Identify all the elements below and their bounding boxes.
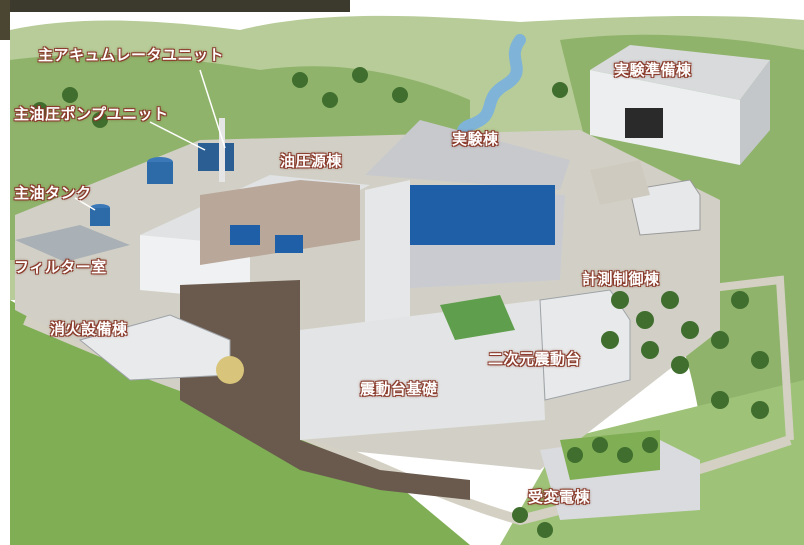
tree <box>567 447 583 463</box>
tree <box>711 391 729 409</box>
tree <box>92 112 108 128</box>
stack <box>219 118 225 182</box>
top-left-dark-strip <box>0 0 350 12</box>
tree <box>32 102 48 118</box>
tree-clusters <box>32 67 769 538</box>
tree <box>537 522 553 538</box>
tree <box>751 401 769 419</box>
label-shaking-table-2d: 二次元震動台 <box>488 350 582 368</box>
measurement-control-building <box>539 289 631 401</box>
experiment-building-wall <box>365 180 410 330</box>
prep-building-door <box>625 108 663 138</box>
left-dark-edge <box>0 0 10 40</box>
label-measurement-control-building: 計測制御棟 <box>582 270 660 288</box>
label-filter-room: フィルター室 <box>14 258 107 276</box>
experiment-building-roof-frame <box>365 120 570 190</box>
tree <box>611 291 629 309</box>
label-experiment-preparation-building: 実験準備棟 <box>614 61 692 79</box>
tree <box>617 447 633 463</box>
tree <box>322 92 338 108</box>
tree <box>636 311 654 329</box>
filter-room <box>15 225 130 262</box>
tree <box>731 291 749 309</box>
hydraulic-blue-equipment-b <box>275 235 303 253</box>
label-substation-building: 受変電棟 <box>528 488 591 506</box>
tree <box>352 67 368 83</box>
tree <box>601 331 619 349</box>
tree <box>592 437 608 453</box>
fire-water-tank <box>216 356 244 384</box>
leader-line-pump <box>149 121 206 151</box>
label-fire-equipment-building: 消火設備棟 <box>50 320 128 338</box>
tree <box>392 87 408 103</box>
tree <box>552 82 568 98</box>
tree <box>711 331 729 349</box>
tree <box>671 356 689 374</box>
label-main-oil-tank: 主油タンク <box>14 184 92 202</box>
prep-building-side <box>740 60 770 165</box>
tree <box>681 321 699 339</box>
tree <box>512 507 528 523</box>
main-oil-tank-body <box>147 162 173 184</box>
tree <box>661 291 679 309</box>
shaking-table-2d <box>440 295 515 340</box>
tree <box>751 351 769 369</box>
hydraulic-blue-equipment-a <box>230 225 260 245</box>
tree <box>292 72 308 88</box>
tree <box>641 341 659 359</box>
tree <box>642 437 658 453</box>
label-main-oil-pressure-pump-unit: 主油圧ポンプユニット <box>14 105 169 123</box>
tree <box>62 87 78 103</box>
right-stepped-structure <box>590 160 650 205</box>
prep-building-roof <box>590 45 770 100</box>
leader-line-accumulator <box>199 69 226 149</box>
accumulator-unit-block <box>198 143 234 171</box>
small-oil-tank-body <box>90 208 110 226</box>
label-experiment-building: 実験棟 <box>452 130 499 148</box>
label-hydraulic-source-building: 油圧源棟 <box>280 152 343 170</box>
substation-yard <box>560 430 660 480</box>
foundation-pit <box>180 280 470 500</box>
prep-building-front <box>590 70 740 165</box>
blue-crane-deck <box>400 185 555 245</box>
label-main-accumulator-unit: 主アキュムレータユニット <box>38 46 225 64</box>
leader-line-oil-tank <box>74 197 96 211</box>
label-shaking-table-foundation: 震動台基礎 <box>360 380 438 398</box>
